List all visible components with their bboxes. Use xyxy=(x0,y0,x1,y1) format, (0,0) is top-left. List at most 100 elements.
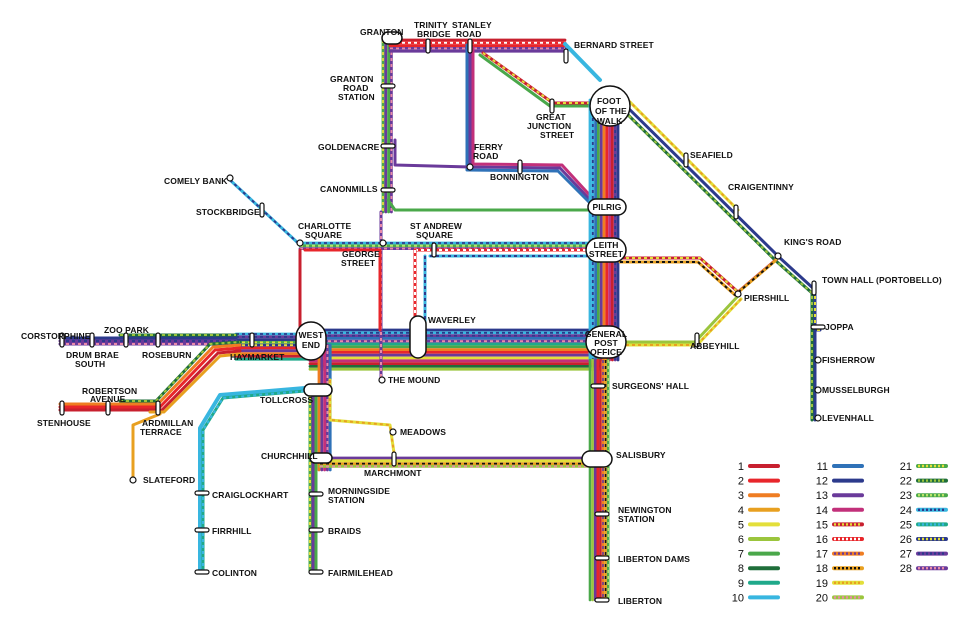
station-stenhouse xyxy=(59,400,65,416)
legend-item-27: 27 xyxy=(900,549,948,561)
station-levenhall xyxy=(814,414,822,422)
legend-item-23: 23 xyxy=(900,490,948,502)
legend-item-17: 17 xyxy=(816,549,864,561)
station-corstorphine xyxy=(59,332,65,348)
colinton-line xyxy=(198,386,307,574)
legend-item-1: 1 xyxy=(738,461,780,473)
station-drum-brae xyxy=(89,332,95,348)
station-label-bonnington: BONNINGTON xyxy=(490,172,549,182)
legend-route-number: 20 xyxy=(816,592,828,604)
station-label-trinity-bridge-2: BRIDGE xyxy=(417,29,451,39)
station-label-robertson-avenue-2: AVENUE xyxy=(90,394,126,404)
legend-route-number: 21 xyxy=(900,461,912,473)
legend-route-number: 15 xyxy=(816,519,828,531)
station-label-fisherrow: FISHERROW xyxy=(822,355,876,365)
legend-item-26: 26 xyxy=(900,534,948,546)
station-label-marchmont: MARCHMONT xyxy=(364,468,422,478)
station-charlotte-square xyxy=(296,239,304,247)
station-label-abbeyhill: ABBEYHILL xyxy=(690,341,740,351)
station-label-waverley: WAVERLEY xyxy=(428,315,476,325)
station-label-st-andrew-square-1: ST ANDREW xyxy=(410,221,463,231)
station-label-levenhall: LEVENHALL xyxy=(822,413,874,423)
station-goldenacre xyxy=(380,143,396,149)
legend-route-number: 24 xyxy=(900,505,912,517)
meadows-link xyxy=(328,378,397,462)
joppa-line xyxy=(813,288,822,332)
station-churchhill xyxy=(309,452,333,464)
station-granton-road xyxy=(380,83,396,89)
station-fairmilehead xyxy=(308,569,324,575)
legend-route-number: 27 xyxy=(900,549,912,561)
colinton-line-b xyxy=(201,389,307,574)
station-label-colinton: COLINTON xyxy=(212,568,257,578)
station-label-joppa: JOPPA xyxy=(825,322,854,332)
legend-item-15: 15 xyxy=(816,519,864,531)
station-label-meadows: MEADOWS xyxy=(400,427,446,437)
station-label-great-junction-street-1: GREAT xyxy=(536,112,566,122)
station-comely-bank xyxy=(226,174,234,182)
station-liberton xyxy=(594,597,610,603)
station-ferry-road xyxy=(466,163,474,171)
ferry-road xyxy=(468,43,597,207)
legend-route-number: 13 xyxy=(816,490,828,502)
legend-route-number: 16 xyxy=(816,534,828,546)
station-label-drum-brae-south-1: DRUM BRAE xyxy=(66,350,119,360)
legend-item-20: 20 xyxy=(816,592,864,604)
station-fisherrow xyxy=(814,356,822,364)
station-trinity-bridge xyxy=(425,38,431,54)
station-zoo-park xyxy=(123,332,129,348)
stenhouse-4 xyxy=(118,340,242,403)
station-markers xyxy=(59,31,826,603)
station-stanley-road xyxy=(467,38,473,54)
station-craigentinny xyxy=(733,204,739,220)
station-label-stanley-road-2: ROAD xyxy=(456,29,481,39)
station-label-newington-station-1: NEWINGTON xyxy=(618,505,672,515)
station-label-drum-brae-south-2: SOUTH xyxy=(75,359,105,369)
station-label-craigentinny: CRAIGENTINNY xyxy=(728,182,794,192)
station-label-salisbury: SALISBURY xyxy=(616,450,666,460)
station-pilrig xyxy=(587,198,627,216)
ferry-road-b xyxy=(465,43,597,210)
station-label-craiglockhart: CRAIGLOCKHART xyxy=(212,490,289,500)
station-robertson-avenue xyxy=(105,400,111,416)
station-label-george-street-2: STREET xyxy=(341,258,376,268)
station-label-leith-street-1: LEITH xyxy=(593,240,618,250)
legend-item-9: 9 xyxy=(738,578,780,590)
station-label-ardmillan-terrace-2: TERRACE xyxy=(140,427,182,437)
station-the-mound xyxy=(378,376,386,384)
legend-route-number: 8 xyxy=(738,563,744,575)
station-label-stanley-road-1: STANLEY xyxy=(452,20,492,30)
station-meadows xyxy=(389,428,397,436)
station-label-st-andrew-square-2: SQUARE xyxy=(416,230,453,240)
legend-item-8: 8 xyxy=(738,563,780,575)
legend-item-28: 28 xyxy=(900,563,948,575)
station-label-ferry-road-1: FERRY xyxy=(474,142,503,152)
station-foot-of-the-walk xyxy=(589,85,631,127)
legend-item-13: 13 xyxy=(816,490,864,502)
station-joppa xyxy=(810,324,826,330)
station-label-morningside-station-1: MORNINGSIDE xyxy=(328,486,390,496)
station-great-junction xyxy=(549,98,555,114)
station-label-ardmillan-terrace-1: ARDMILLAN xyxy=(142,418,193,428)
legend-item-12: 12 xyxy=(816,476,864,488)
granton-top-end xyxy=(563,42,602,82)
route-legend: 1234567891011121314151617181920212223242… xyxy=(732,461,948,604)
station-label-granton-road-station-1: GRANTON xyxy=(330,74,374,84)
station-label-pilrig: PILRIG xyxy=(593,202,622,212)
station-morningside xyxy=(308,491,324,497)
station-label-stenhouse: STENHOUSE xyxy=(37,418,91,428)
station-bonnington xyxy=(517,159,523,175)
station-george-street xyxy=(379,239,387,247)
station-newington xyxy=(594,511,610,517)
station-label-braids: BRAIDS xyxy=(328,526,361,536)
legend-route-number: 12 xyxy=(816,476,828,488)
station-label-piershill: PIERSHILL xyxy=(744,293,789,303)
station-bernard-street xyxy=(563,48,569,64)
legend-item-18: 18 xyxy=(816,563,864,575)
seafield-line-b xyxy=(614,101,814,422)
station-label-granton-road-station-2: ROAD xyxy=(343,83,368,93)
station-west-end xyxy=(295,321,327,361)
station-label-leith-street-2: STREET xyxy=(589,249,624,259)
legend-route-number: 1 xyxy=(738,461,744,473)
